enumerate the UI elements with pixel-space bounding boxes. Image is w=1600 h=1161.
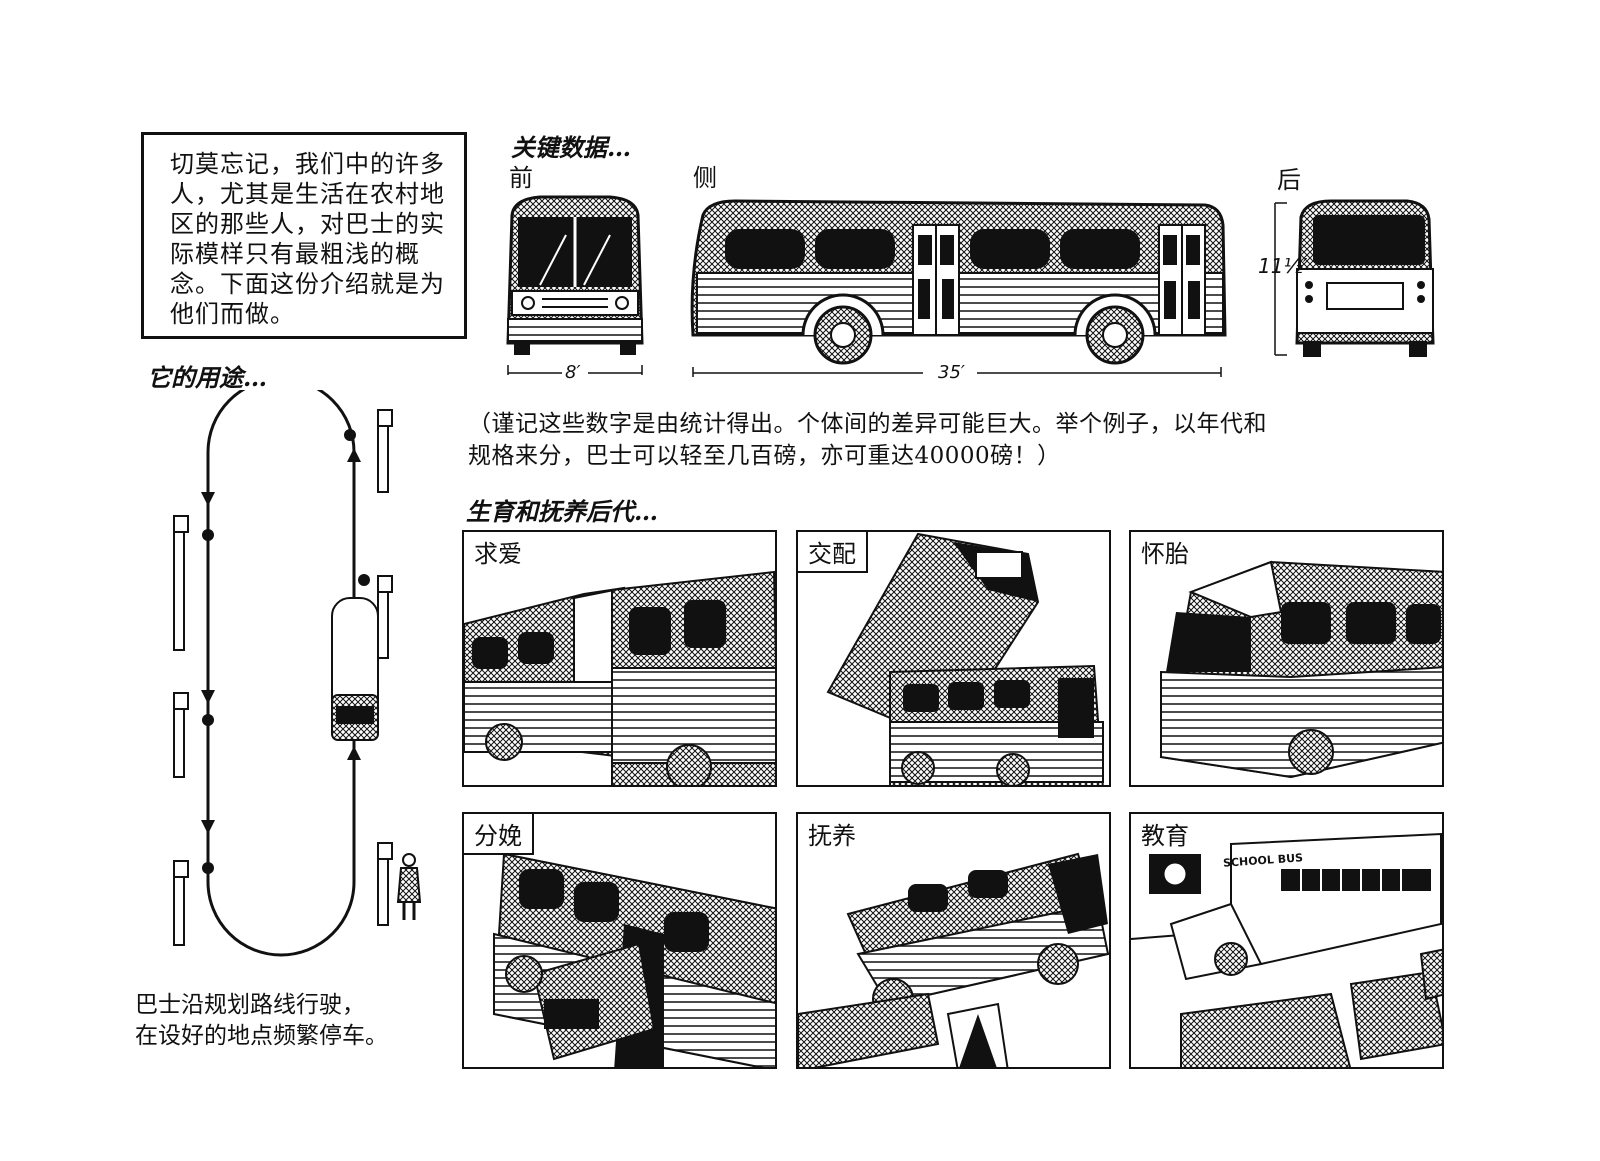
back-view-label: 后 xyxy=(1277,166,1301,194)
panel-title-raising: 抚养 xyxy=(798,814,866,853)
route-loop-illustration xyxy=(173,390,422,957)
intro-text: 切莫忘记，我们中的许多人，尤其是生活在农村地区的那些人，对巴士的实际模样只有最粗… xyxy=(170,150,445,328)
front-view-label: 前 xyxy=(509,164,533,192)
panel-title-mating: 交配 xyxy=(798,532,868,573)
panel-title-pregnancy: 怀胎 xyxy=(1131,532,1199,571)
key-data-heading: 关键数据… xyxy=(511,133,631,162)
panel-pregnancy: 怀胎 xyxy=(1129,530,1444,787)
length-dimension: 35′ xyxy=(938,362,965,383)
width-dimension: 8′ xyxy=(565,362,581,383)
usage-caption-line1: 巴士沿规划路线行驶， xyxy=(135,992,365,1018)
statistics-note-line2: 规格来分，巴士可以轻至几百磅，亦可重达40000磅！） xyxy=(468,443,1061,469)
height-dimension: 11½′ xyxy=(1258,254,1308,278)
bus-back-illustration xyxy=(1274,199,1435,357)
panel-title-courtship: 求爱 xyxy=(464,532,532,571)
panel-title-birth: 分娩 xyxy=(464,814,534,855)
intro-box: 切莫忘记，我们中的许多人，尤其是生活在农村地区的那些人，对巴士的实际模样只有最粗… xyxy=(141,132,467,339)
panel-education: 教育 SCHOOL BUS xyxy=(1129,812,1444,1069)
usage-caption-line2: 在设好的地点频繁停车。 xyxy=(135,1023,388,1049)
panel-mating: 交配 xyxy=(796,530,1111,787)
bus-front-illustration xyxy=(506,195,644,375)
panel-title-education: 教育 xyxy=(1131,814,1199,853)
panel-raising: 抚养 xyxy=(796,812,1111,1069)
statistics-note-line1: （谨记这些数字是由统计得出。个体间的差异可能巨大。举个例子，以年代和 xyxy=(468,411,1267,437)
panel-courtship: 求爱 xyxy=(462,530,777,787)
usage-heading: 它的用途… xyxy=(147,363,267,392)
side-view-label: 侧 xyxy=(693,164,717,192)
bus-side-illustration xyxy=(690,199,1227,377)
breeding-heading: 生育和抚养后代… xyxy=(466,497,658,526)
panel-birth: 分娩 xyxy=(462,812,777,1069)
